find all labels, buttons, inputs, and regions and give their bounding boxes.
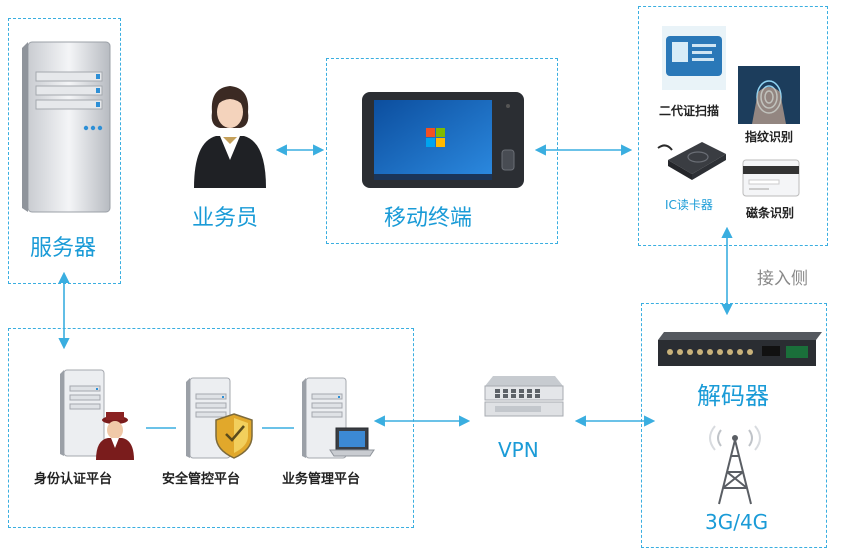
server-icon — [22, 41, 111, 213]
id-card-icon — [662, 26, 726, 90]
ic-reader-label: IC读卡器 — [665, 198, 713, 212]
card-reader-icon — [657, 142, 726, 180]
staff-label: 业务员 — [192, 206, 259, 231]
identity-server-icon — [60, 369, 134, 460]
tablet-terminal-icon — [362, 92, 524, 188]
magstripe-card-icon — [742, 159, 800, 197]
magstripe-label: 磁条识别 — [746, 206, 795, 220]
id-scan-label: 二代证扫描 — [659, 104, 720, 118]
fingerprint-label: 指纹识别 — [745, 130, 794, 144]
access-side-label: 接入侧 — [757, 269, 808, 289]
network-label: 3G/4G — [705, 510, 769, 534]
security-platform-label: 安全管控平台 — [162, 472, 241, 487]
business-platform-label: 业务管理平台 — [282, 472, 361, 487]
identity-platform-label: 身份认证平台 — [34, 472, 113, 487]
network-switch-icon — [484, 376, 564, 417]
platforms-group-box — [8, 328, 414, 528]
terminal-label: 移动终端 — [384, 206, 473, 231]
server-label: 服务器 — [30, 236, 97, 261]
cell-tower-icon — [709, 425, 761, 505]
decoder-label: 解码器 — [697, 382, 769, 410]
vpn-label: VPN — [498, 438, 539, 462]
peripherals-group-box — [638, 6, 828, 246]
staff-person-icon — [194, 86, 266, 188]
fingerprint-icon — [738, 66, 800, 124]
decoder-device-icon — [658, 332, 822, 366]
business-server-icon — [302, 377, 375, 459]
security-server-icon — [186, 377, 253, 459]
